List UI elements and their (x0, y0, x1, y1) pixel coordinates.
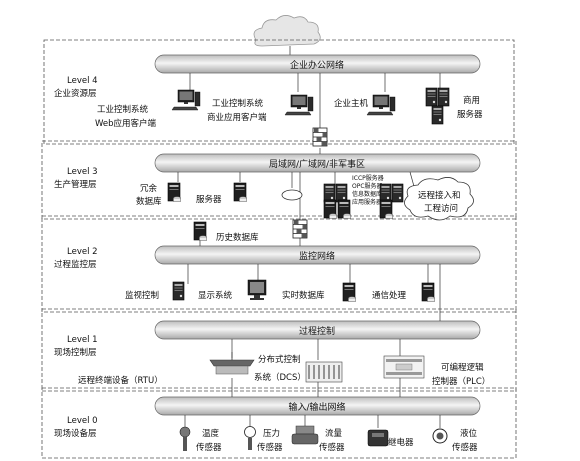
monitor-control-server-icon (172, 281, 185, 301)
server-icon (233, 182, 248, 202)
flow-sensor-label-1: 流量 (325, 428, 343, 439)
comm-processing-icon (421, 282, 436, 302)
level2-title: 过程监控层 (54, 259, 97, 270)
comm-processing-label: 通信处理 (372, 290, 407, 301)
level0-devices: 温度 传感器 压力 传感器 流量 传感器 继电器 液位 传感器 (179, 425, 478, 453)
level4-devices: 工业控制系统 Web应用客户端 工业控制系统 商业应用客户端 企业主机 商用 服… (95, 87, 483, 147)
application-servers-right-icon (379, 183, 404, 219)
pipe-process-control (154, 320, 481, 340)
dcs-icon (305, 361, 343, 383)
level1-title: 现场控制层 (54, 347, 97, 358)
remote-access-label-1: 远程接入和 (418, 190, 461, 201)
network-pipes (154, 54, 481, 416)
server-list-iccp: ICCP服务器 (352, 174, 384, 182)
monitor-control-label: 监视控制 (125, 290, 159, 301)
plc-label-2: 控制器（PLC） (432, 376, 490, 387)
level4-title: 企业资源层 (54, 88, 97, 99)
hub-icon (281, 189, 303, 201)
business-client-label-1: 工业控制系统 (212, 98, 264, 109)
temperature-sensor-label-1: 温度 (202, 428, 220, 439)
level-labels: Level 4 企业资源层 Level 3 生产管理层 Level 2 过程监控… (54, 76, 98, 439)
relay-label: 继电器 (388, 437, 414, 448)
level3-name: Level 3 (67, 167, 98, 177)
temperature-sensor-label-2: 传感器 (196, 442, 222, 453)
pipe-lan-wan-dmz (154, 153, 481, 173)
rtu-label: 远程终端设备（RTU） (78, 375, 163, 386)
history-db-icon (193, 221, 208, 241)
relay-icon (367, 429, 389, 447)
business-client-label-2: 商业应用客户端 (207, 112, 267, 123)
level3-boundary (41, 140, 517, 220)
pipe-enterprise-office-network (154, 54, 481, 74)
redundant-db-server-icon (167, 182, 182, 202)
realtime-db-label: 实时数据库 (282, 290, 325, 301)
flow-sensor-label-2: 传感器 (319, 442, 345, 453)
internet-cloud-icon (253, 15, 321, 47)
level1-boundary (41, 308, 517, 392)
level0-name: Level 0 (67, 416, 98, 426)
level1-devices: 远程终端设备（RTU） 分布式控制 系统（DCS） 可编程逻辑 控制器（PLC） (78, 352, 490, 387)
server-list-opc: OPC服务器 (352, 182, 383, 190)
level0-title: 现场设备层 (54, 428, 97, 439)
level-boundaries (41, 39, 517, 459)
server-list-app: 应用服务器 (352, 198, 382, 206)
level4-boundary (43, 39, 515, 145)
level2-devices: 历史数据库 监视控制 显示系统 实时数据库 通信处理 (125, 221, 436, 302)
business-server-icon (425, 87, 450, 125)
network-label-l0: 输入/输出网络 (288, 401, 345, 413)
dcs-label-1: 分布式控制 (258, 354, 301, 365)
realtime-db-icon (342, 282, 357, 302)
rtu-icon (209, 352, 255, 375)
level2-boundary (41, 215, 517, 313)
firewall-l2-icon (292, 219, 308, 239)
level-sensor-label-1: 液位 (460, 428, 478, 439)
temperature-sensor-icon (179, 426, 191, 451)
network-label-l3: 局域网/广域网/非军事区 (269, 158, 365, 170)
network-labels: 企业办公网络 局域网/广域网/非军事区 监控网络 过程控制 输入/输出网络 (269, 59, 365, 413)
application-servers-icon (323, 183, 352, 219)
firewall-icon (312, 127, 328, 147)
web-client-pc-icon (171, 89, 201, 111)
enterprise-host-label: 企业主机 (334, 98, 369, 109)
pipe-io-network (154, 396, 481, 416)
pressure-sensor-icon (244, 426, 256, 450)
business-server-label-2: 服务器 (457, 109, 483, 120)
plc-label-1: 可编程逻辑 (441, 362, 484, 373)
network-label-l4: 企业办公网络 (290, 59, 344, 71)
pressure-sensor-label-1: 压力 (263, 428, 280, 439)
server-label: 服务器 (196, 194, 222, 205)
pressure-sensor-label-2: 传感器 (257, 442, 283, 453)
level-sensor-icon (432, 428, 448, 444)
connection-lines (177, 73, 441, 428)
business-server-label-1: 商用 (463, 95, 480, 106)
network-label-l2: 监控网络 (299, 250, 335, 262)
level-sensor-label-2: 传感器 (452, 442, 478, 453)
remote-access-label-2: 工程访问 (424, 203, 458, 214)
pipe-monitoring-network (154, 245, 481, 265)
enterprise-host-pc-icon (366, 94, 396, 116)
level1-name: Level 1 (67, 335, 98, 345)
web-client-label-2: Web应用客户端 (95, 118, 157, 129)
dcs-label-2: 系统（DCS） (254, 372, 306, 383)
server-list: ICCP服务器 OPC服务器 信息数据库 应用服务器 (352, 174, 384, 206)
history-db-label: 历史数据库 (216, 232, 259, 243)
remote-access-cloud-icon (404, 177, 474, 221)
level2-name: Level 2 (67, 247, 98, 257)
redundant-db-label-1: 冗余 (140, 183, 158, 194)
display-system-label: 显示系统 (198, 290, 233, 301)
server-list-infodb: 信息数据库 (352, 190, 382, 198)
level3-title: 生产管理层 (54, 179, 97, 190)
web-client-label-1: 工业控制系统 (97, 104, 149, 115)
level4-name: Level 4 (67, 76, 98, 86)
level3-devices: 冗余 数据库 服务器 ICCP服务器 OPC服务器 信息数据库 应用服务器 远程… (136, 174, 474, 239)
redundant-db-label-2: 数据库 (136, 196, 162, 207)
display-monitor-icon (247, 279, 267, 300)
flow-sensor-icon (291, 425, 319, 445)
plc-icon (383, 355, 425, 379)
level0-boundary (41, 387, 517, 459)
business-client-pc-icon (284, 94, 314, 116)
network-label-l1: 过程控制 (299, 325, 335, 337)
